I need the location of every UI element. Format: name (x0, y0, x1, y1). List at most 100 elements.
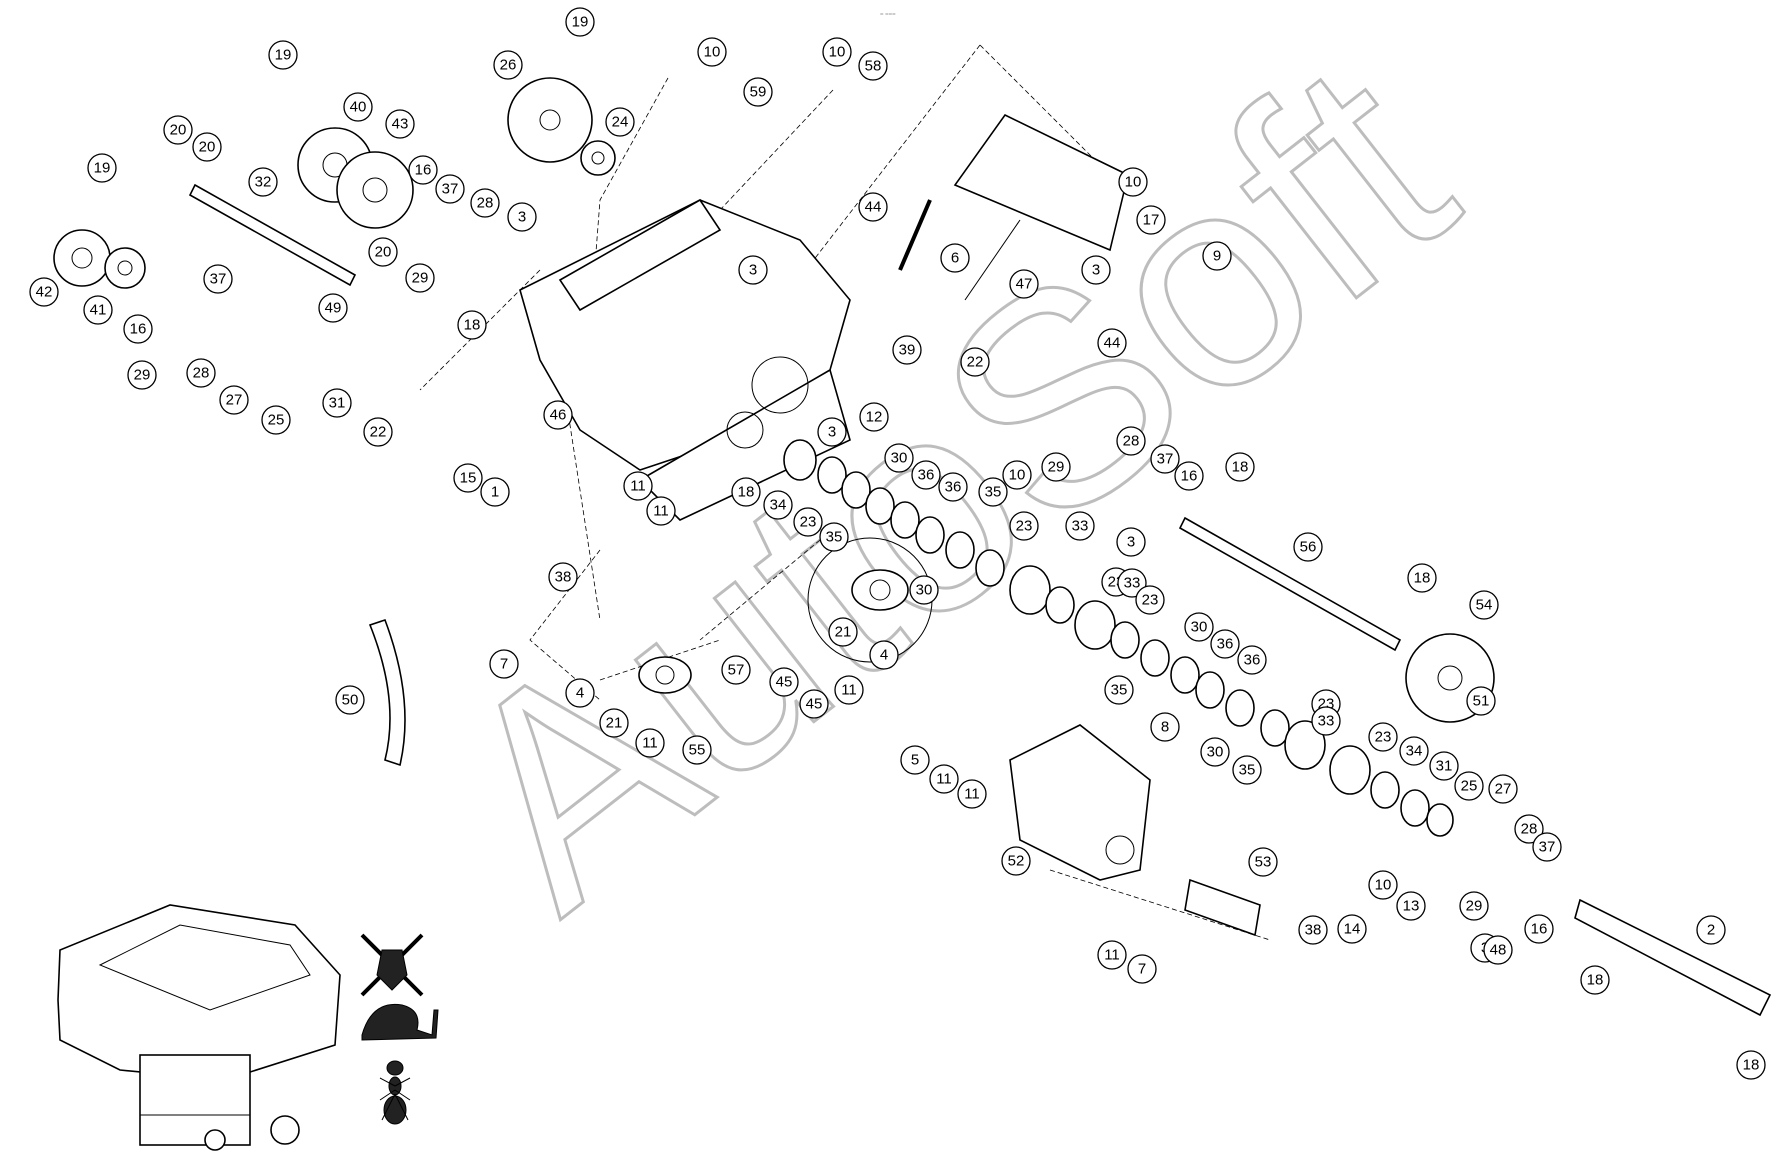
cover-plate-47 (953, 113, 1129, 301)
callout-circle (335, 685, 365, 715)
callout-circle (470, 188, 500, 218)
header-text: = === (880, 12, 896, 18)
callout-28: 28 (1116, 426, 1146, 456)
callout-23: 23 (793, 507, 823, 537)
callout-37: 37 (1532, 832, 1562, 862)
callout-circle (480, 477, 510, 507)
callout-18: 18 (1225, 452, 1255, 482)
callout-46: 46 (543, 400, 573, 430)
callout-16: 16 (123, 314, 153, 344)
callout-circle (548, 562, 578, 592)
callout-label: 18 (1743, 1057, 1760, 1074)
callout-label: 33 (1124, 575, 1141, 592)
callout-label: 25 (268, 412, 285, 429)
callout-27: 27 (1488, 774, 1518, 804)
callout-label: 34 (770, 497, 787, 514)
callout-circle (900, 745, 930, 775)
callout-circle (1337, 914, 1367, 944)
callout-label: 11 (630, 478, 646, 495)
callout-circle (1580, 965, 1610, 995)
callout-circle (1488, 774, 1518, 804)
callout-label: 27 (1495, 781, 1512, 798)
callout-label: 33 (1318, 713, 1335, 730)
callout-7: 7 (489, 649, 519, 679)
callout-circle (1184, 612, 1214, 642)
callout-label: 11 (653, 503, 669, 520)
callout-label: 11 (841, 682, 857, 699)
gear-24 (580, 140, 616, 176)
callout-label: 33 (1072, 518, 1089, 535)
callout-circle (819, 522, 849, 552)
callout-circle (1696, 915, 1726, 945)
callout-circle (1399, 736, 1429, 766)
callout-circle (318, 293, 348, 323)
callout-label: 41 (90, 302, 107, 319)
callout-33: 33 (1117, 568, 1147, 598)
callout-13: 13 (1396, 891, 1426, 921)
main-frame (519, 198, 851, 521)
callout-circle (938, 472, 968, 502)
callout-circle (892, 335, 922, 365)
callout-11: 11 (1097, 940, 1127, 970)
callout-45: 45 (799, 689, 829, 719)
callout-label: 56 (1300, 539, 1317, 556)
callout-36: 36 (938, 472, 968, 502)
callout-circle (763, 490, 793, 520)
callout-circle (1237, 645, 1267, 675)
callout-label: 6 (951, 250, 959, 267)
callout-27: 27 (219, 385, 249, 415)
callout-circle (565, 7, 595, 37)
shaft-32 (188, 183, 357, 287)
callout-circle (1368, 870, 1398, 900)
callout-circle (1081, 255, 1111, 285)
callout-41: 41 (83, 295, 113, 325)
callout-circle (123, 314, 153, 344)
callout-circle (743, 77, 773, 107)
callout-11: 11 (646, 496, 676, 526)
callout-39: 39 (892, 335, 922, 365)
callout-3: 3 (817, 417, 847, 447)
callout-43: 43 (385, 109, 415, 139)
shaft-53 (1184, 878, 1261, 937)
callout-10: 10 (697, 37, 727, 67)
callout-23: 23 (1135, 585, 1165, 615)
callout-circle (1368, 722, 1398, 752)
callout-36: 36 (911, 460, 941, 490)
callout-circle (1469, 590, 1499, 620)
callout-circle (623, 471, 653, 501)
callout-circle (858, 51, 888, 81)
callout-32: 32 (248, 167, 278, 197)
callout-circle (1136, 205, 1166, 235)
ant-icon (379, 1060, 411, 1125)
callout-circle (1104, 675, 1134, 705)
callout-22: 22 (960, 347, 990, 377)
callout-label: 35 (1239, 762, 1256, 779)
callout-label: 21 (835, 624, 852, 641)
callout-42: 42 (29, 277, 59, 307)
callout-11: 11 (623, 471, 653, 501)
callout-label: 35 (826, 529, 843, 546)
callout-label: 22 (967, 354, 984, 371)
callout-20: 20 (192, 132, 222, 162)
callout-18: 18 (1736, 1050, 1766, 1080)
callout-circle (192, 132, 222, 162)
callout-circle (543, 400, 573, 430)
callout-label: 29 (1048, 459, 1065, 476)
callout-label: 39 (899, 342, 916, 359)
callout-label: 16 (415, 162, 432, 179)
callout-circle (219, 385, 249, 415)
callout-circle (1002, 460, 1032, 490)
callout-circle (869, 640, 899, 670)
callout-circle (368, 237, 398, 267)
callout-label: 29 (412, 270, 429, 287)
callout-circle (1232, 755, 1262, 785)
callout-circle (1407, 563, 1437, 593)
callout-circle (1225, 452, 1255, 482)
callout-48: 48 (1483, 935, 1513, 965)
callout-5: 5 (900, 745, 930, 775)
callout-circle (408, 155, 438, 185)
callout-label: 11 (964, 786, 980, 803)
snail-icon (361, 1003, 439, 1041)
callout-3: 3 (1116, 527, 1146, 557)
